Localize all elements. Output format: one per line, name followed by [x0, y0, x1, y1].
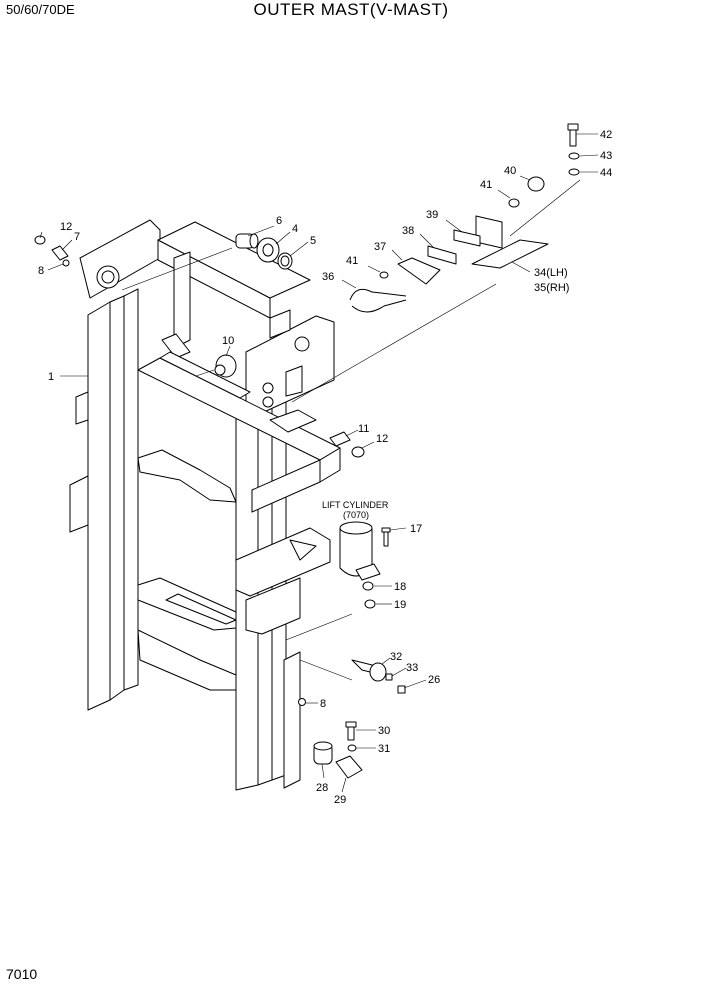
pad-38: [427, 245, 457, 265]
upper-cross-beam: [157, 221, 311, 359]
bushing-28: [313, 741, 333, 765]
pad-39: [453, 229, 481, 247]
nut-40: [527, 176, 545, 192]
callout-10: 10: [222, 335, 234, 347]
callout-44: 44: [600, 167, 612, 179]
nipple-33: [385, 673, 393, 681]
washer-43: [568, 152, 580, 160]
callout-19: 19: [394, 599, 406, 611]
callout-41: 41: [480, 179, 492, 191]
pin-32: [351, 659, 387, 682]
callout-42: 42: [600, 129, 612, 141]
plate-under-rail: [269, 409, 317, 433]
pin-7: [51, 245, 69, 261]
nipple-8-top: [62, 259, 70, 267]
bolt-26: [397, 685, 406, 694]
bolt-17: [381, 527, 391, 547]
mast-rail-left: [69, 219, 161, 711]
nipple-8-lower: [298, 698, 306, 706]
callout-7: 7: [74, 231, 80, 243]
lift-cylinder-ref: (7070): [343, 510, 369, 520]
nut-12-top: [34, 235, 46, 245]
bolt-11: [329, 431, 351, 447]
callout-28: 28: [316, 782, 328, 794]
callout-18: 18: [394, 581, 406, 593]
callout-4: 4: [292, 223, 298, 235]
callout-26: 26: [428, 674, 440, 686]
middle-cross-member: [137, 351, 341, 513]
lift-cylinder-label: LIFT CYLINDER: [322, 500, 389, 510]
callout-41: 41: [346, 255, 358, 267]
callout-30: 30: [378, 725, 390, 737]
callout-5: 5: [310, 235, 316, 247]
nut-12-mid: [351, 446, 365, 458]
washer-19: [364, 599, 376, 609]
washer-41-top: [508, 198, 520, 208]
callout-12: 12: [376, 433, 388, 445]
callout-37: 37: [374, 241, 386, 253]
roller-10: [214, 354, 237, 378]
callout-17: 17: [410, 523, 422, 535]
pin-29: [335, 755, 363, 779]
lower-cross-member: [137, 527, 331, 691]
callout-39: 39: [426, 209, 438, 221]
callout-labels: 42 43 44 40 41 39 38 37 41 36 34(LH) 35(…: [38, 129, 612, 806]
callout-6: 6: [276, 215, 282, 227]
page-title: OUTER MAST(V-MAST): [253, 0, 449, 19]
callout-29: 29: [334, 794, 346, 806]
callout-34: 34(LH): [534, 267, 568, 279]
washer-18: [362, 581, 374, 591]
page-number: 7010: [6, 966, 38, 982]
u-bolt-36: [349, 288, 407, 313]
callout-1: 1: [48, 371, 54, 383]
callout-33: 33: [406, 662, 418, 674]
bolt-42: [567, 123, 579, 147]
model-number: 50/60/70DE: [6, 2, 75, 17]
washer-31: [347, 744, 357, 752]
bracket-34-35: [471, 215, 549, 269]
lift-cylinder-stub: [339, 521, 381, 581]
callout-31: 31: [378, 743, 390, 755]
ring-5: [277, 252, 293, 270]
callout-36: 36: [322, 271, 334, 283]
callout-40: 40: [504, 165, 516, 177]
bushing-6: [235, 233, 259, 249]
leader-lines: [39, 133, 599, 793]
callout-43: 43: [600, 150, 612, 162]
callout-8: 8: [320, 698, 326, 710]
callout-38: 38: [402, 225, 414, 237]
callout-11: 11: [358, 423, 369, 435]
bolt-30: [345, 721, 357, 741]
clamp-37: [397, 257, 441, 285]
washer-44: [568, 168, 580, 176]
callout-12: 12: [60, 221, 72, 233]
callout-32: 32: [390, 651, 402, 663]
bearing-4: [256, 237, 280, 263]
washer-41-mid: [379, 271, 389, 279]
callout-8: 8: [38, 265, 44, 277]
callout-35: 35(RH): [534, 282, 569, 294]
